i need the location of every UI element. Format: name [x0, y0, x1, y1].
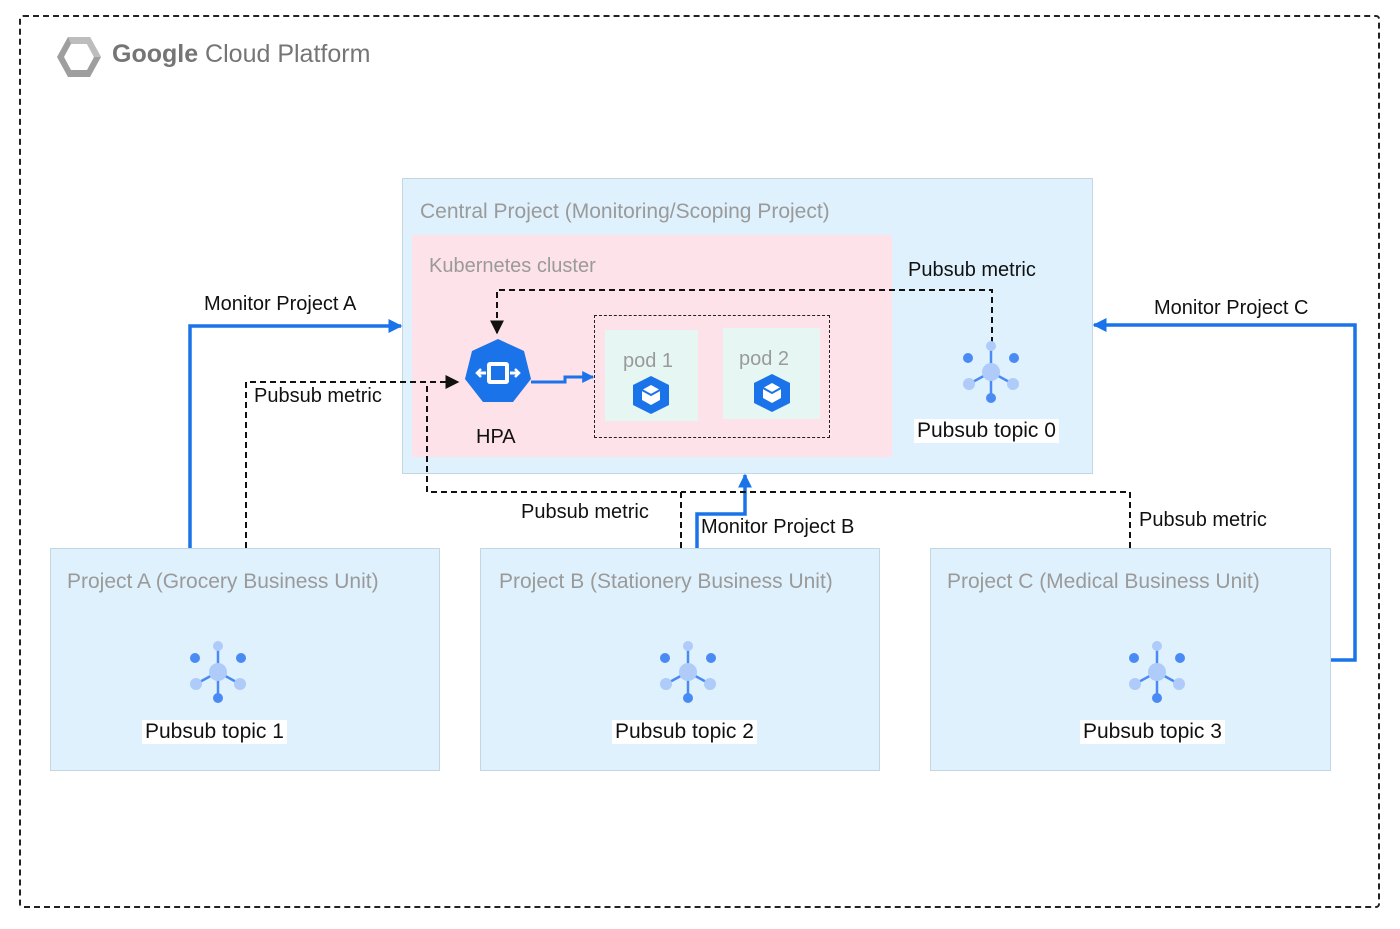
pubsub-topic-0-label: Pubsub topic 0 [914, 419, 1059, 443]
metric-a-label: Pubsub metric [254, 385, 382, 408]
metric-c-edge [681, 491, 1131, 548]
project-a-label: Project A (Grocery Business Unit) [67, 570, 379, 593]
gcp-frame [19, 15, 1380, 908]
metric-b-label: Pubsub metric [521, 501, 649, 524]
monitor-c-edge [1092, 318, 1357, 662]
platform-title-bold: Google [112, 40, 199, 68]
pubsub-icon [660, 641, 716, 703]
hpa-label: HPA [476, 426, 516, 448]
pod-1-label: pod 1 [623, 350, 674, 372]
metric-topic0-label: Pubsub metric [908, 259, 1036, 281]
monitor-c-label: Monitor Project C [1154, 297, 1309, 319]
pod-1-icon [633, 376, 669, 414]
monitor-b-edge [695, 473, 752, 548]
project-b-label: Project B (Stationery Business Unit) [499, 570, 833, 593]
metric-a-edge [245, 375, 460, 548]
pubsub-icon [190, 641, 246, 703]
pubsub-icon [1129, 641, 1185, 703]
kubernetes-hpa-icon [465, 339, 531, 402]
pod-group [594, 315, 830, 438]
platform-title-rest: Cloud Platform [198, 40, 371, 68]
central-project-label: Central Project (Monitoring/Scoping Proj… [420, 200, 830, 223]
metric-c-label: Pubsub metric [1139, 509, 1267, 532]
pubsub-topic-1-label: Pubsub topic 1 [142, 720, 287, 744]
kubernetes-cluster-label: Kubernetes cluster [429, 255, 596, 277]
pubsub-topic-3-label: Pubsub topic 3 [1080, 720, 1225, 744]
platform-title: Google Cloud Platform [112, 40, 370, 69]
metric-b-edge [426, 385, 682, 548]
pod-2-label: pod 2 [739, 348, 790, 370]
monitor-b-label: Monitor Project B [701, 516, 855, 539]
pubsub-topic-2-label: Pubsub topic 2 [612, 720, 757, 744]
monitor-a-label: Monitor Project A [204, 293, 357, 315]
pod-2-icon [754, 374, 790, 412]
hpa-to-pods-edge [531, 371, 595, 384]
pubsub-icon [963, 341, 1019, 403]
monitor-a-edge [188, 319, 403, 548]
gcp-hexagon-icon [57, 37, 101, 77]
metric-topic0-edge [490, 289, 993, 343]
project-c-label: Project C (Medical Business Unit) [947, 570, 1260, 593]
